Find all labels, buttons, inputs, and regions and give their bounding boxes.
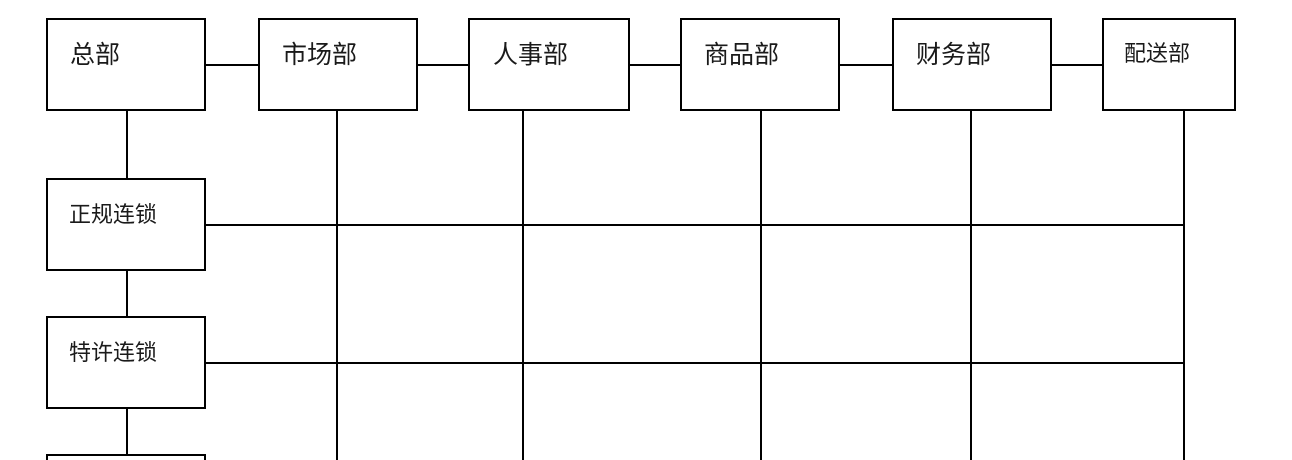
dept-label-marketing: 市场部 (282, 40, 357, 69)
dept-box-marketing-rect (258, 18, 418, 111)
dept-box-finance: 财务部 (892, 18, 1052, 111)
chain-box-franchise: 特许连锁 (46, 316, 206, 409)
dept-label-hr: 人事部 (493, 40, 568, 69)
chain-label-franchise: 特许连锁 (69, 341, 157, 366)
dept-label-hq: 总部 (70, 40, 120, 69)
chain-label-regular: 正规连锁 (69, 203, 157, 228)
dept-box-delivery-rect (1102, 18, 1236, 111)
dept-box-finance-rect (892, 18, 1052, 111)
dept-box-delivery: 配送部 (1102, 18, 1236, 111)
dept-box-merchandise: 商品部 (680, 18, 840, 111)
chain-box-franchise-rect (46, 316, 206, 409)
dept-box-hr: 人事部 (468, 18, 630, 111)
dept-label-merchandise: 商品部 (704, 40, 779, 69)
dept-box-marketing: 市场部 (258, 18, 418, 111)
dept-box-merchandise-rect (680, 18, 840, 111)
dept-box-hr-rect (468, 18, 630, 111)
chain-box-partial (46, 454, 206, 460)
dept-box-hq: 总部 (46, 18, 206, 111)
dept-label-finance: 财务部 (916, 40, 991, 69)
dept-label-delivery: 配送部 (1124, 42, 1190, 67)
chain-box-regular-rect (46, 178, 206, 271)
dept-box-hq-rect (46, 18, 206, 111)
chain-box-regular: 正规连锁 (46, 178, 206, 271)
